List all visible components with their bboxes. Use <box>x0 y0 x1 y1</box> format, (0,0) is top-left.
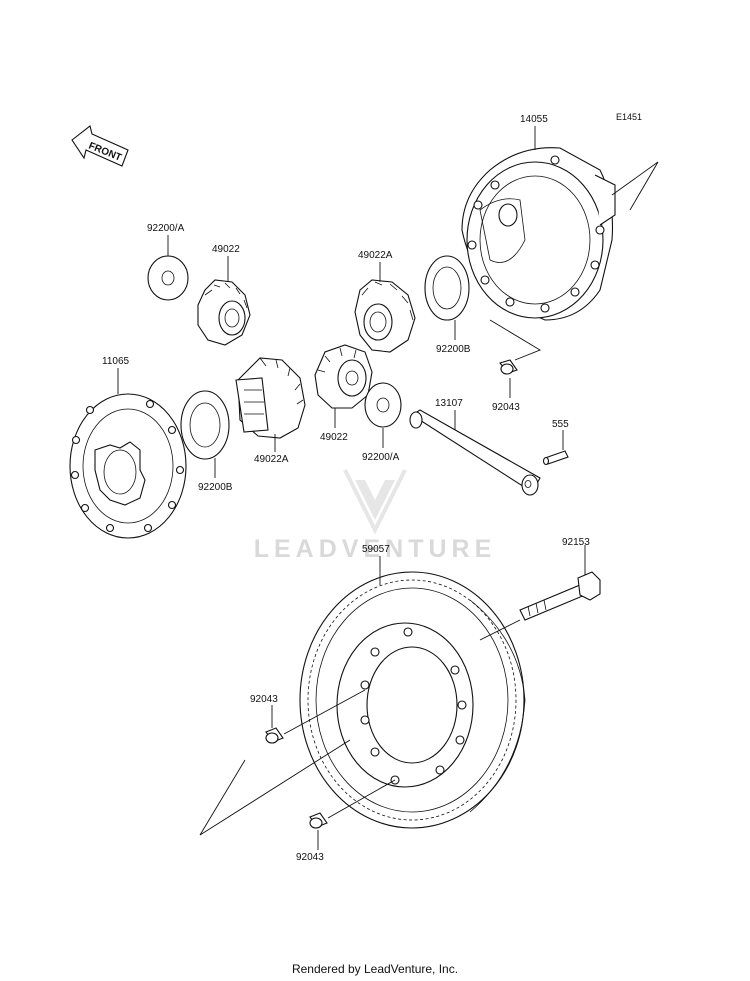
part-pinion-gear-bottom[interactable] <box>314 344 373 409</box>
callout-59057[interactable]: 59057 <box>362 544 390 555</box>
callout-92200a-bottom[interactable]: 92200/A <box>362 452 400 463</box>
part-differential-case[interactable] <box>461 147 659 321</box>
part-thrust-washer-b-right[interactable] <box>424 255 470 321</box>
watermark: LEADVENTURE <box>254 469 497 563</box>
callout-92153[interactable]: 92153 <box>562 537 590 548</box>
part-thrust-washer-a-bottom[interactable] <box>364 382 402 428</box>
footer-credit: Rendered by LeadVenture, Inc. <box>292 962 458 976</box>
callout-92043-right[interactable]: 92043 <box>492 402 520 413</box>
part-bolt[interactable] <box>479 571 601 641</box>
callout-13107[interactable]: 13107 <box>435 398 463 409</box>
part-side-gear-bottom[interactable] <box>235 357 306 439</box>
callout-49022-top[interactable]: 49022 <box>212 244 240 255</box>
part-thrust-washer-b-left[interactable] <box>180 390 230 460</box>
callout-49022a-top[interactable]: 49022A <box>358 250 393 261</box>
part-ring-gear[interactable] <box>199 571 526 836</box>
part-pinion-shaft[interactable] <box>409 409 541 496</box>
callout-11065[interactable]: 11065 <box>102 356 130 367</box>
part-side-gear-top[interactable] <box>354 279 416 353</box>
reference-code: E1451 <box>616 112 642 122</box>
watermark-text: LEADVENTURE <box>254 535 497 563</box>
callout-49022a-bottom[interactable]: 49022A <box>254 454 289 465</box>
callout-92043-bottom[interactable]: 92043 <box>296 852 324 863</box>
part-pin-left[interactable] <box>265 689 366 744</box>
callout-49022-bottom[interactable]: 49022 <box>320 432 348 443</box>
callout-92200b-left[interactable]: 92200B <box>198 482 233 493</box>
part-thrust-washer-a-top[interactable] <box>147 255 189 301</box>
front-arrow-icon: FRONT <box>71 125 129 167</box>
callout-555[interactable]: 555 <box>552 419 569 430</box>
part-differential-flange[interactable] <box>69 393 187 539</box>
callout-92200b-right[interactable]: 92200B <box>436 344 471 355</box>
part-pinion-gear-top[interactable] <box>197 279 251 346</box>
callout-14055[interactable]: 14055 <box>520 114 548 125</box>
callout-92200a-top[interactable]: 92200/A <box>147 223 185 234</box>
part-pin-bottom[interactable] <box>309 779 396 829</box>
part-pin-right[interactable] <box>499 359 518 375</box>
part-spring-pin[interactable] <box>542 450 569 466</box>
callout-92043-left[interactable]: 92043 <box>250 694 278 705</box>
